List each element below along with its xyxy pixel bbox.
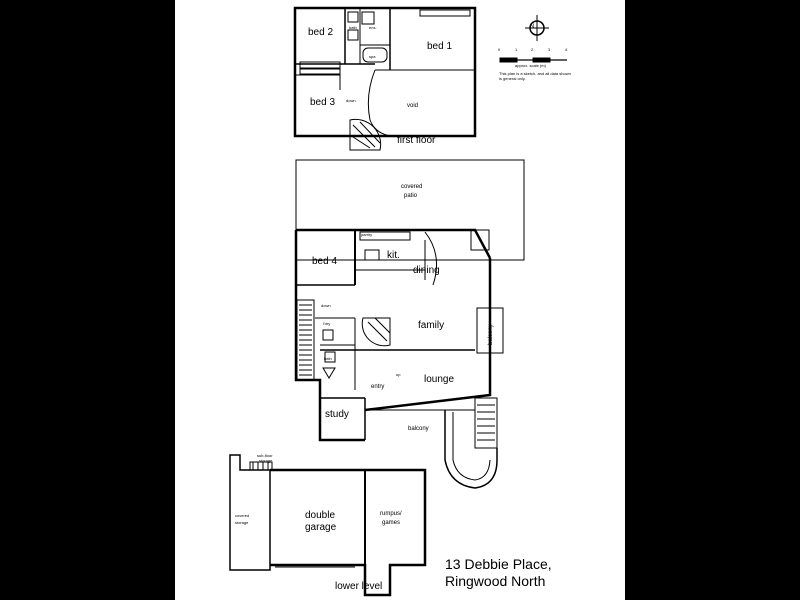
laundry-label: l'dry	[323, 321, 331, 326]
scale-bar	[499, 57, 567, 63]
bath-upper-label: bath	[349, 25, 357, 30]
bed3-label: bed 3	[310, 97, 336, 108]
north-compass-rose	[525, 15, 549, 41]
north-letter: N	[530, 24, 535, 30]
rumpus-label-1: rumpus/	[380, 511, 402, 517]
first-floor-outline	[293, 6, 477, 151]
bed1-label: bed 1	[427, 41, 453, 52]
ensuite-label: ens.	[369, 25, 377, 30]
first-floor-label: first floor	[397, 135, 436, 146]
double-garage-label-1: double	[305, 510, 336, 521]
rumpus-label-2: games	[382, 520, 401, 526]
bed4-label: bed 4	[312, 256, 338, 267]
covered-patio-label-2: patio	[404, 193, 418, 199]
scale-tick-0: 0	[498, 47, 501, 52]
subfloor-storage-label-1: sub-floor	[257, 453, 273, 458]
scale-tick-4: 4	[565, 47, 568, 52]
down-upper-mark: down	[346, 98, 356, 103]
lower-level-label: lower level	[335, 581, 383, 592]
lower-level-outline	[229, 454, 427, 597]
covered-patio-label-1: covered	[401, 184, 423, 190]
up-mid-mark: up	[396, 372, 401, 377]
kitchen-label: kit.	[387, 250, 400, 261]
scale-tick-1: 1	[515, 47, 518, 52]
subfloor-storage-label-2: storage	[259, 458, 273, 463]
lounge-label: lounge	[424, 374, 455, 385]
void-label: void	[407, 103, 419, 109]
scale-tick-3: 3	[548, 47, 551, 52]
side-balcony-label: balcony	[488, 324, 494, 345]
pantry-label: pantry	[361, 232, 373, 237]
dining-label: dining	[413, 265, 440, 276]
main-level-outline	[294, 159, 525, 489]
scale-disclaimer: This plan is a sketch, and all data show…	[499, 71, 571, 81]
entry-label: entry	[371, 384, 385, 390]
floor-plan-drawing	[229, 6, 567, 597]
down-mid-mark: down	[321, 303, 331, 308]
address-line-2: Ringwood North	[445, 573, 546, 589]
scale-tick-2: 2	[531, 47, 534, 52]
front-balcony-label: balcony	[408, 426, 429, 432]
covered-storage-label-2: storage	[235, 520, 249, 525]
bed2-label: bed 2	[308, 27, 334, 38]
scale-caption: approx. scale (m)	[515, 63, 546, 68]
floor-plan-sheet: first floor lower level bed 2 bath ens. …	[175, 0, 625, 600]
covered-storage-label-1: covered	[235, 513, 250, 518]
bath-lower-label: bath	[324, 356, 332, 361]
study-label: study	[325, 409, 349, 420]
address-line-1: 13 Debbie Place,	[445, 556, 552, 572]
spa-mark: spa	[369, 54, 376, 59]
double-garage-label-2: garage	[305, 522, 337, 533]
family-label: family	[418, 320, 445, 331]
